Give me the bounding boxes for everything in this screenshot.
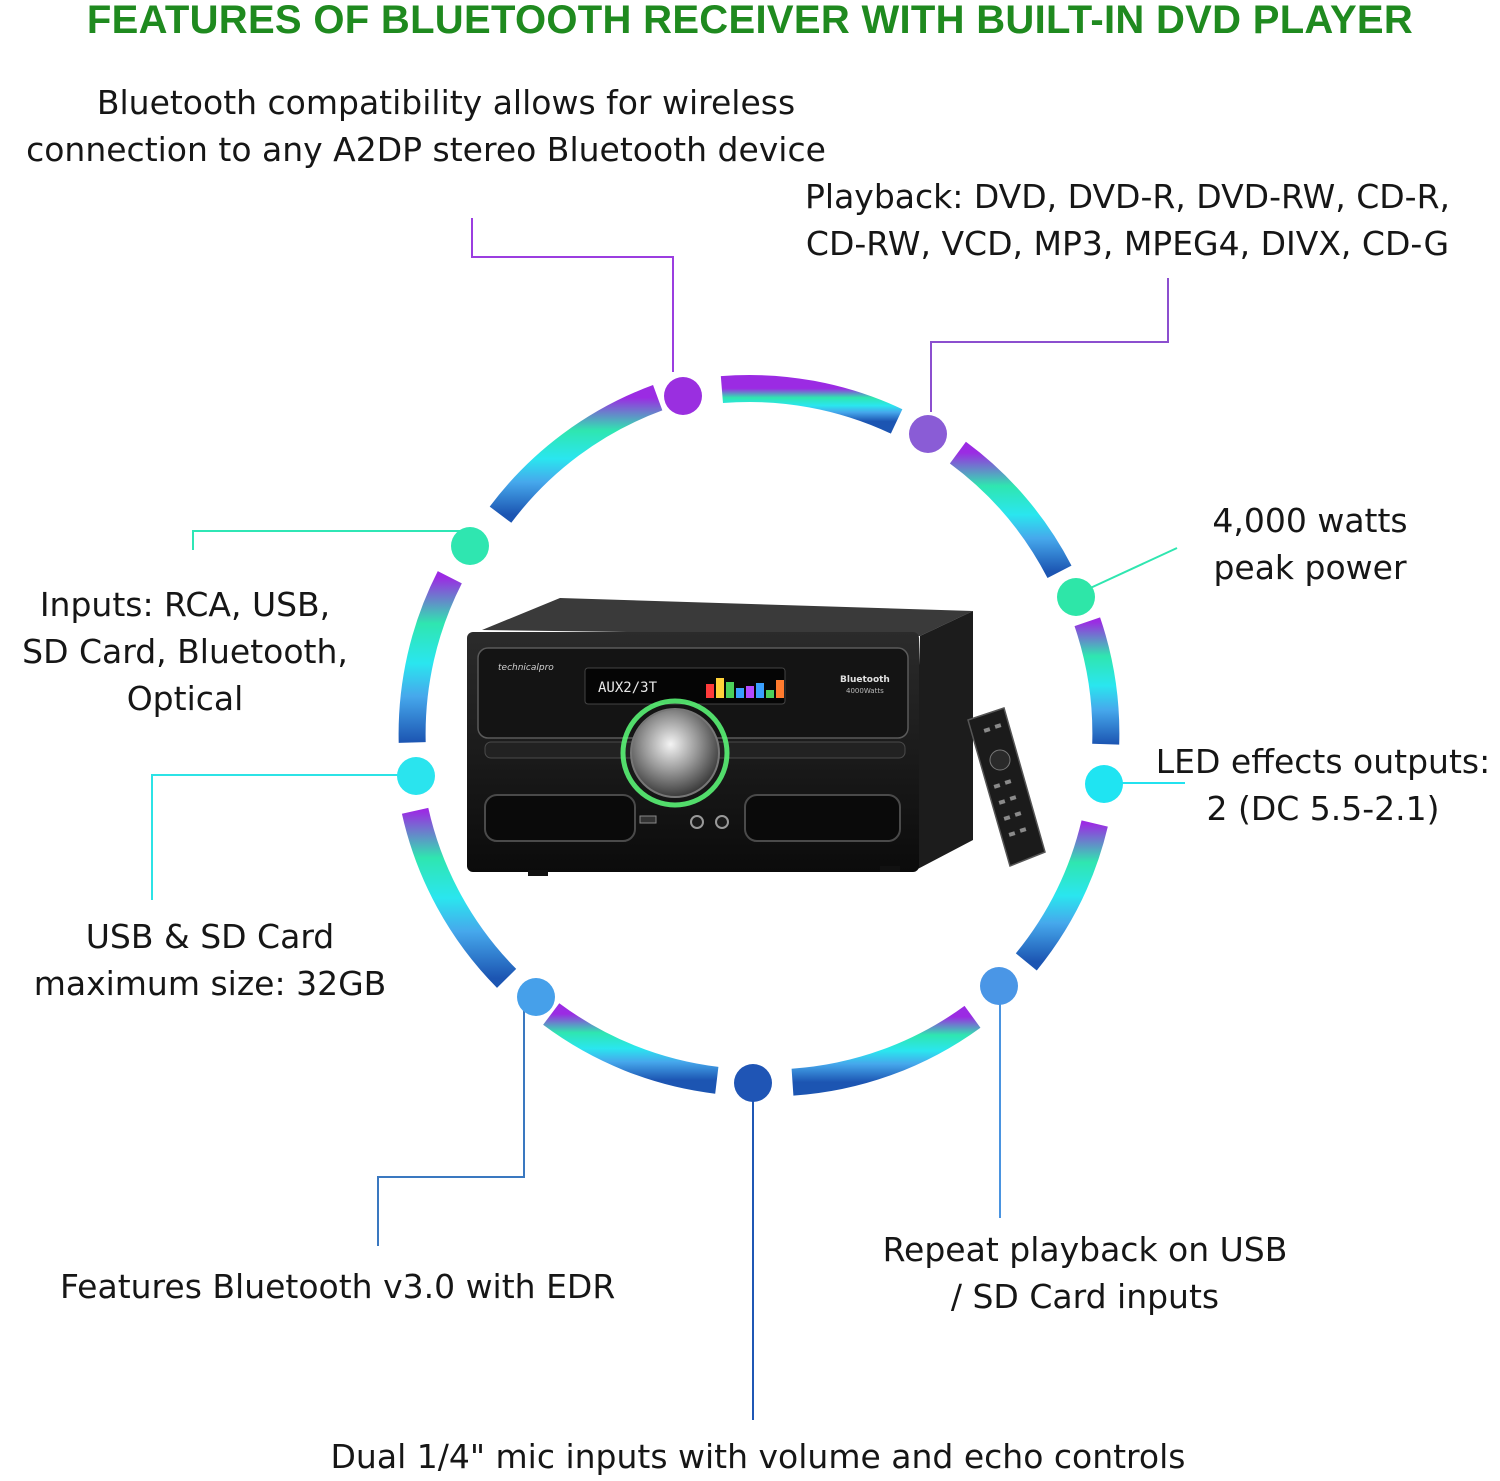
ring-arc-bottom-right bbox=[791, 1005, 981, 1096]
device-display-text: AUX2/3T bbox=[598, 680, 658, 696]
feature-repeat-line2: / SD Card inputs bbox=[950, 1277, 1220, 1316]
usb-port bbox=[639, 815, 657, 824]
ring-arc-top-left bbox=[489, 385, 663, 523]
feature-bluetooth-compat-line2: connection to any A2DP stereo Bluetooth … bbox=[26, 130, 826, 169]
feature-playback: Playback: DVD, DVD-R, DVD-RW, CD-R, CD-R… bbox=[755, 173, 1500, 267]
feature-power: 4,000 watts peak power bbox=[1170, 497, 1450, 591]
device-bt-badge: Bluetooth bbox=[840, 675, 890, 685]
feature-bt-version: Features Bluetooth v3.0 with EDR bbox=[60, 1267, 616, 1306]
mic-jack-1 bbox=[690, 815, 704, 829]
dot-bluetooth-compat bbox=[664, 377, 702, 415]
speaker-right bbox=[744, 794, 901, 842]
feature-usb-sd: USB & SD Card maximum size: 32GB bbox=[10, 913, 410, 1007]
feature-inputs: Inputs: RCA, USB, SD Card, Bluetooth, Op… bbox=[0, 581, 370, 722]
feature-led-line2: 2 (DC 5.5-2.1) bbox=[1206, 789, 1440, 828]
device-watts: 4000Watts bbox=[846, 687, 884, 695]
ring-arc-right-upper bbox=[1074, 617, 1120, 745]
ring-arc-top bbox=[720, 374, 903, 434]
feature-inputs-line2: SD Card, Bluetooth, bbox=[22, 632, 348, 671]
speaker-left bbox=[484, 794, 636, 842]
ring-arc-right-lower bbox=[1015, 820, 1108, 971]
volume-knob bbox=[630, 708, 720, 798]
connector-bluetooth-compat bbox=[471, 218, 674, 372]
page-title: FEATURES OF BLUETOOTH RECEIVER WITH BUIL… bbox=[86, 0, 1414, 42]
feature-playback-line1: Playback: DVD, DVD-R, DVD-RW, CD-R, bbox=[805, 177, 1450, 216]
connector-bt-version bbox=[377, 1000, 525, 1246]
receiver-top bbox=[482, 598, 973, 636]
knob-glow bbox=[620, 698, 730, 808]
feature-repeat: Repeat playback on USB / SD Card inputs bbox=[850, 1226, 1320, 1320]
foot-right bbox=[880, 866, 900, 872]
dot-power bbox=[1057, 578, 1095, 616]
remote-control bbox=[967, 707, 1046, 868]
connector-power bbox=[1085, 547, 1178, 591]
device-brand: technicalpro bbox=[498, 663, 554, 673]
connector-inputs bbox=[192, 530, 471, 550]
receiver-side bbox=[912, 611, 973, 872]
feature-bluetooth-compat: Bluetooth compatibility allows for wirel… bbox=[0, 79, 852, 173]
ring bbox=[398, 374, 1120, 1096]
feature-mic: Dual 1/4" mic inputs with volume and ech… bbox=[330, 1437, 1186, 1476]
feature-bluetooth-compat-line1: Bluetooth compatibility allows for wirel… bbox=[96, 83, 796, 122]
feature-usb-sd-line1: USB & SD Card bbox=[85, 917, 335, 956]
feature-usb-sd-line2: maximum size: 32GB bbox=[33, 964, 387, 1003]
product-image: AUX2/3T technicalpro Bluetooth 4000Watts bbox=[467, 598, 973, 876]
feature-inputs-line1: Inputs: RCA, USB, bbox=[39, 585, 331, 624]
dot-led bbox=[1085, 765, 1123, 803]
feature-power-line2: peak power bbox=[1213, 548, 1407, 587]
ring-arc-bottom-left bbox=[543, 1003, 719, 1094]
dot-usb-sd bbox=[397, 757, 435, 795]
node-dots bbox=[397, 377, 1123, 1102]
dot-repeat bbox=[980, 967, 1018, 1005]
feature-repeat-line1: Repeat playback on USB bbox=[882, 1230, 1288, 1269]
connector-lines bbox=[151, 218, 1185, 1420]
ring-arc-top-right bbox=[949, 441, 1072, 579]
eq-bars bbox=[706, 678, 784, 698]
ring-arc-left-upper bbox=[398, 571, 462, 743]
connector-playback bbox=[930, 278, 1169, 412]
dot-mic bbox=[734, 1064, 772, 1102]
feature-playback-line2: CD-RW, VCD, MP3, MPEG4, DIVX, CD-G bbox=[805, 224, 1450, 263]
dot-inputs bbox=[451, 527, 489, 565]
feature-led-line1: LED effects outputs: bbox=[1155, 742, 1491, 781]
connector-usb-sd bbox=[151, 774, 415, 900]
feature-power-line1: 4,000 watts bbox=[1212, 501, 1408, 540]
foot-left bbox=[528, 870, 548, 876]
ring-arc-left-lower bbox=[401, 807, 517, 988]
feature-led: LED effects outputs: 2 (DC 5.5-2.1) bbox=[1146, 738, 1500, 832]
remote-body bbox=[967, 707, 1046, 868]
mic-jack-2 bbox=[715, 815, 729, 829]
dot-bt-version bbox=[517, 978, 555, 1016]
dot-playback bbox=[909, 415, 947, 453]
feature-inputs-line3: Optical bbox=[126, 679, 244, 718]
